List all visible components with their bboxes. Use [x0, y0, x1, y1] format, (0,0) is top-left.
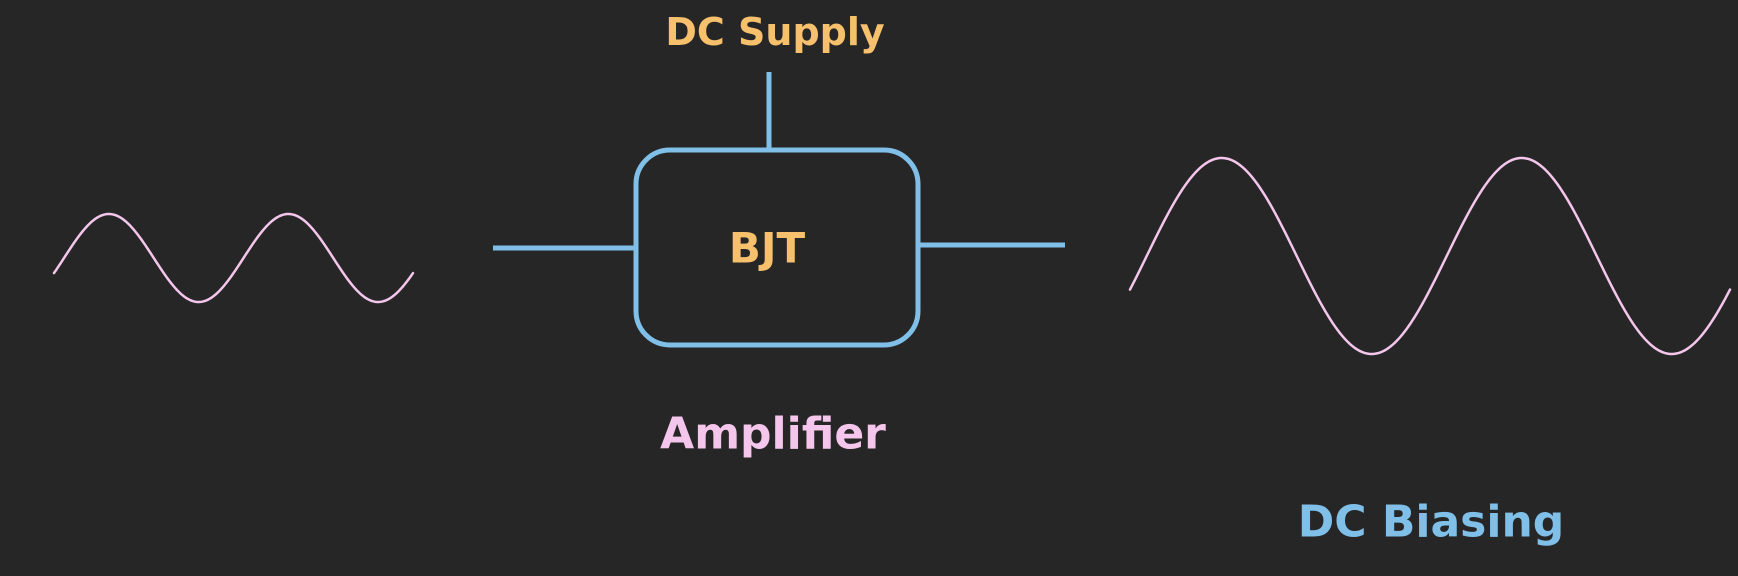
dc-biasing-label: DC Biasing [1297, 496, 1565, 548]
bjt-amplifier-block [633, 147, 921, 348]
output-signal-wave [1128, 156, 1732, 356]
bjt-label: BJT [728, 223, 806, 273]
input-signal-wave [52, 212, 415, 304]
dc-supply-label: DC Supply [665, 10, 885, 54]
amplifier-label: Amplifier [660, 408, 886, 460]
